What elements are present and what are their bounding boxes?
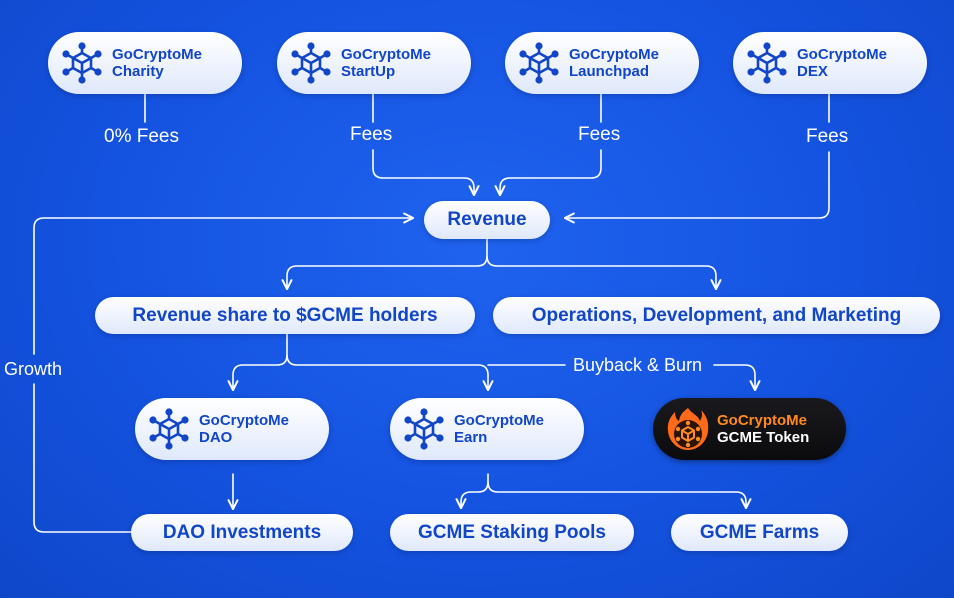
fee-label-startup: Fees: [350, 124, 393, 145]
product-name-line1: GoCryptoMe: [199, 412, 289, 429]
staking-arrow: [455, 473, 489, 510]
product-name-line1: GoCryptoMe: [112, 46, 202, 63]
operations-arrow: [486, 255, 722, 291]
cube-network-icon: [291, 42, 331, 84]
dao-arrow: [227, 332, 288, 392]
flame-cube-icon: [667, 408, 709, 450]
revenue-share-box[interactable]: Revenue share to $GCME holders: [95, 297, 475, 334]
fee-label-dex: Fees: [806, 126, 849, 147]
product-name-line1: GoCryptoMe: [341, 46, 431, 63]
farms-box[interactable]: GCME Farms: [671, 514, 848, 551]
launchpad-revenue-arrow: [494, 149, 602, 197]
fee-label-charity: 0% Fees: [104, 126, 179, 147]
token-burn-arrow: [713, 364, 761, 392]
product-name-line2: Charity: [112, 63, 164, 80]
product-name-line2: Earn: [454, 429, 488, 446]
startup-revenue-arrow: [372, 149, 480, 197]
cube-network-icon: [519, 42, 559, 84]
dex-revenue-arrow: [563, 151, 830, 224]
fee-label-launchpad: Fees: [578, 124, 621, 145]
product-name-line2: DEX: [797, 63, 828, 80]
buyback-burn-label: Buyback & Burn: [573, 355, 703, 375]
revenue-share-arrow: [281, 237, 488, 291]
product-name-line2: DAO: [199, 429, 233, 446]
token-name-line1: GoCryptoMe: [717, 412, 807, 429]
cube-network-icon: [747, 42, 787, 84]
token-name-line2: GCME Token: [717, 429, 810, 446]
product-name-line1: GoCryptoMe: [569, 46, 659, 63]
growth-label: Growth: [4, 359, 63, 379]
dao-investments-box[interactable]: DAO Investments: [131, 514, 353, 551]
cube-network-icon: [149, 408, 189, 450]
staking-pools-box[interactable]: GCME Staking Pools: [390, 514, 634, 551]
product-name-line1: GoCryptoMe: [454, 412, 544, 429]
product-name-line2: StartUp: [341, 63, 396, 80]
growth-line-lower: [33, 383, 132, 533]
operations-box[interactable]: Operations, Development, and Marketing: [493, 297, 940, 334]
farms-arrow: [487, 481, 752, 510]
product-name-line1: GoCryptoMe: [797, 46, 887, 63]
cube-network-icon: [62, 42, 102, 84]
product-name-line2: Launchpad: [569, 63, 650, 80]
revenue-box[interactable]: Revenue: [424, 201, 550, 239]
cube-network-icon: [404, 408, 444, 450]
growth-line-upper: [33, 212, 415, 355]
earn-arrow: [286, 354, 494, 392]
